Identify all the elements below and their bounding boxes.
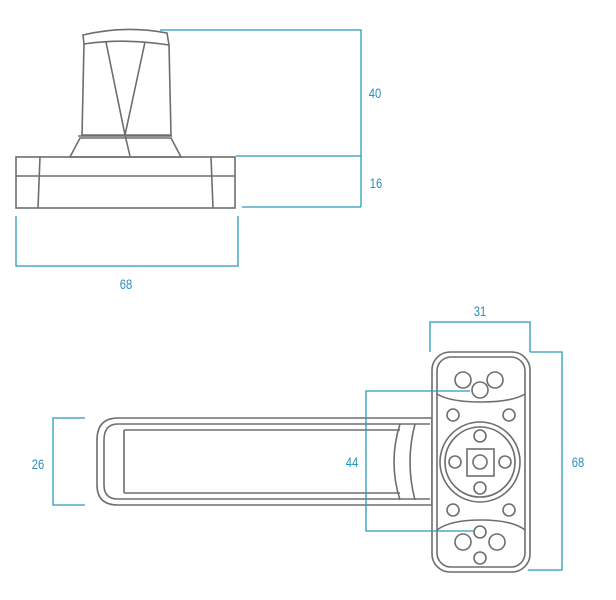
knob-facet-lines — [105, 41, 146, 157]
side-view-handle — [15, 28, 236, 209]
knob-body — [81, 43, 172, 136]
dim-label-68-front: 68 — [571, 454, 585, 470]
screw-holes — [446, 371, 516, 565]
knob-top — [82, 28, 170, 46]
base-plate — [431, 351, 531, 573]
spindle-square — [466, 448, 495, 477]
dim-label-26: 26 — [31, 456, 45, 472]
side-view-dimensions — [15, 29, 362, 267]
dim-line-40 — [160, 29, 362, 208]
dim-label-40: 40 — [368, 85, 382, 101]
dim-label-68-side: 68 — [119, 276, 133, 292]
dim-label-31: 31 — [473, 303, 487, 319]
base-detail-lines — [16, 156, 235, 209]
dim-line-68-top — [15, 216, 239, 267]
front-view-handle — [96, 351, 531, 573]
dim-line-26 — [52, 417, 85, 506]
dim-line-44 — [365, 390, 474, 532]
plate-ribs — [436, 393, 526, 531]
spindle-hole — [472, 454, 488, 470]
dim-line-31 — [429, 321, 531, 352]
dim-label-44: 44 — [345, 454, 359, 470]
rosette-inner — [444, 426, 516, 498]
lever-inner-lines — [103, 423, 430, 500]
base-block — [15, 156, 236, 209]
handle-lever — [96, 417, 433, 506]
rosette-ring — [439, 421, 521, 503]
dim-line-68-front — [528, 351, 563, 571]
front-view-dimensions — [52, 321, 563, 571]
dim-label-16: 16 — [369, 175, 383, 191]
lever-neck — [393, 423, 416, 501]
base-plate-inner — [436, 356, 526, 568]
